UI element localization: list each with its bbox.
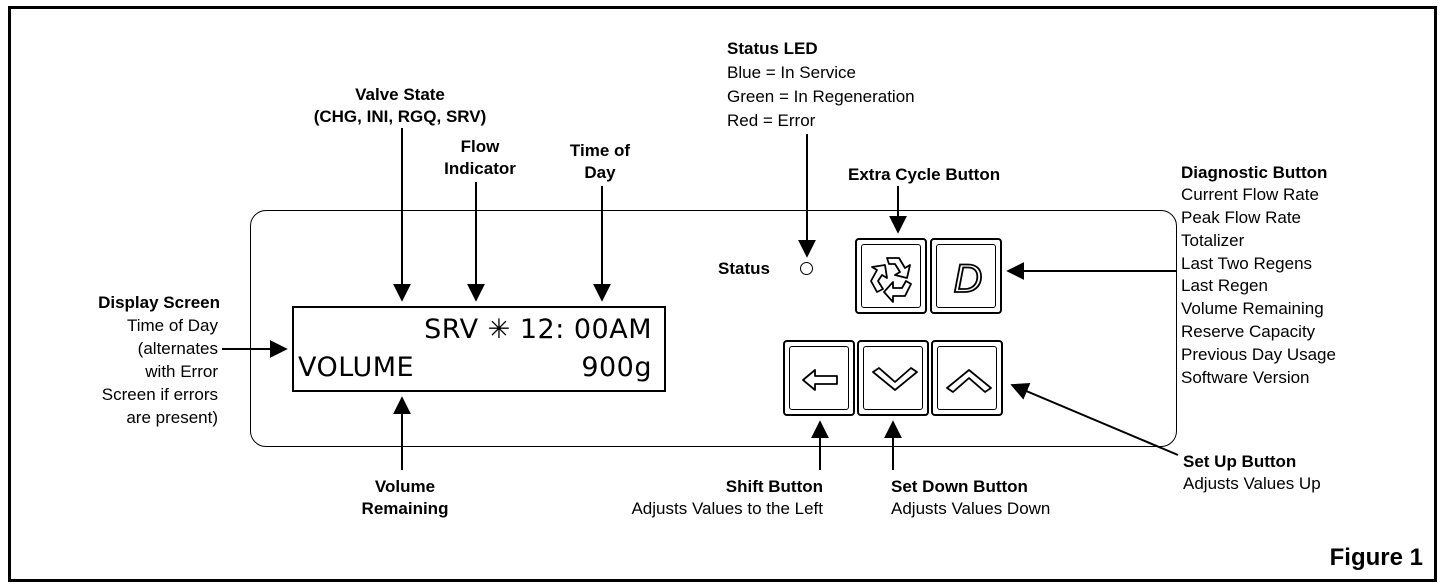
set-down-button-desc: Adjusts Values Down — [891, 499, 1051, 518]
display-line-1: SRV ✳ 12: 00AM — [424, 314, 652, 345]
display-screen-desc: are present) — [126, 408, 218, 427]
diagnostic-item: Reserve Capacity — [1181, 322, 1316, 341]
set-down-button-title: Set Down Button — [891, 477, 1028, 496]
set-up-button[interactable] — [931, 340, 1003, 416]
flow-indicator-label-2: Indicator — [444, 159, 516, 178]
chevron-down-icon — [872, 367, 918, 391]
figure-frame — [8, 6, 1437, 582]
figure-label: Figure 1 — [1329, 544, 1423, 571]
display-volume-label: VOLUME — [298, 352, 415, 383]
diagnostic-item: Totalizer — [1181, 231, 1245, 250]
diagnostic-item: Software Version — [1181, 368, 1310, 387]
extra-cycle-button[interactable] — [855, 238, 927, 314]
diagnostic-item: Volume Remaining — [1181, 299, 1324, 318]
control-panel — [250, 210, 1177, 447]
volume-remaining-label-2: Remaining — [361, 499, 449, 518]
set-up-button-title: Set Up Button — [1183, 452, 1297, 471]
diagnostic-item: Last Two Regens — [1181, 254, 1313, 273]
left-arrow-icon — [802, 369, 838, 391]
shift-button[interactable] — [783, 340, 855, 416]
d-letter-icon: D — [953, 256, 984, 302]
set-down-button[interactable] — [857, 340, 929, 416]
set-up-button-desc: Adjusts Values Up — [1183, 474, 1321, 493]
extra-cycle-title: Extra Cycle Button — [848, 165, 1001, 184]
display-screen-desc: Time of Day — [126, 316, 218, 335]
recycle-icon — [870, 257, 912, 303]
status-label: Status — [718, 259, 770, 278]
valve-state-title: Valve State — [355, 85, 445, 104]
set-up-arrow — [1010, 383, 1179, 456]
diagnostic-item: Current Flow Rate — [1181, 185, 1319, 204]
status-led-title: Status LED — [727, 39, 818, 58]
diagnostic-button[interactable]: D — [930, 238, 1002, 314]
status-led-line-red: Red = Error — [727, 111, 816, 130]
display-screen-desc: with Error — [145, 362, 218, 381]
display-screen-desc: (alternates — [137, 339, 218, 358]
display-volume-value: 900g — [581, 352, 652, 383]
diagnostic-item: Last Regen — [1181, 276, 1268, 295]
valve-state-codes: (CHG, INI, RGQ, SRV) — [313, 107, 487, 126]
display-screen-desc: Screen if errors — [101, 385, 218, 404]
display-screen-title: Display Screen — [98, 293, 220, 312]
diagnostic-letter: D — [954, 257, 983, 301]
diagnostic-item: Previous Day Usage — [1181, 345, 1336, 364]
status-led-line-green: Green = In Regeneration — [727, 87, 915, 106]
time-of-day-label-1: Time of — [569, 141, 631, 160]
flow-indicator-label-1: Flow — [460, 137, 500, 156]
volume-remaining-label-1: Volume — [374, 477, 436, 496]
time-of-day-label-2: Day — [584, 163, 616, 182]
shift-button-title: Shift Button — [725, 477, 823, 496]
chevron-up-icon — [946, 369, 992, 393]
display-screen: SRV ✳ 12: 00AM VOLUME 900g — [292, 306, 666, 392]
diagnostic-item: Peak Flow Rate — [1181, 208, 1301, 227]
shift-button-desc: Adjusts Values to the Left — [631, 499, 823, 518]
diagnostic-title: Diagnostic Button — [1181, 163, 1328, 182]
status-led-line-blue: Blue = In Service — [727, 63, 856, 82]
status-led — [800, 262, 813, 275]
